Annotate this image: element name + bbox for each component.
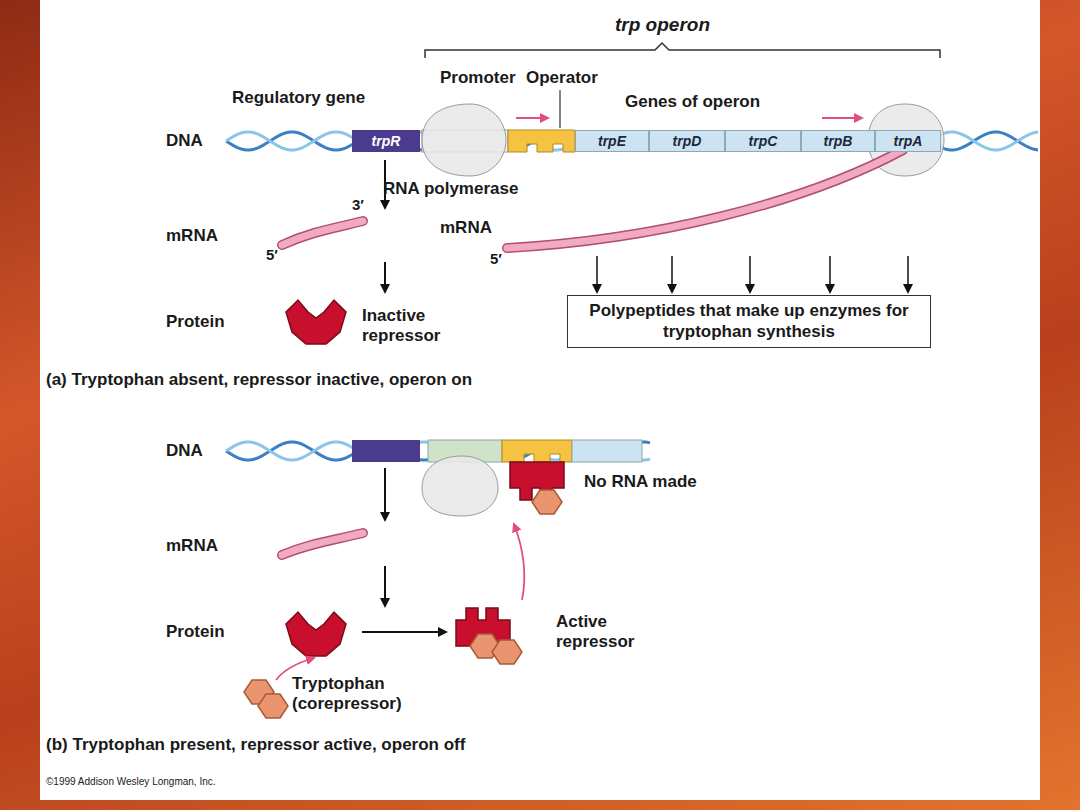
diagram-label: Inactive repressor xyxy=(362,306,462,347)
operator-region xyxy=(502,440,572,462)
mrna-strand xyxy=(507,150,903,248)
copyright-note: ©1999 Addison Wesley Longman, Inc. xyxy=(46,776,216,788)
diagram-label: Operator xyxy=(526,68,598,88)
tryptophan xyxy=(492,640,522,664)
tryptophan xyxy=(532,490,562,514)
leader-line xyxy=(559,90,560,128)
diagram-label: Tryptophan (corepressor) xyxy=(292,674,417,715)
direction-arrow xyxy=(516,117,548,119)
mrna-strand xyxy=(282,221,363,245)
diagram-label: Active repressor xyxy=(556,612,656,653)
diagram-label: mRNA xyxy=(166,226,218,246)
translation-arrows xyxy=(597,256,908,292)
panel-caption: (a) Tryptophan absent, repressor inactiv… xyxy=(46,370,472,390)
operator-region xyxy=(508,130,575,152)
node-text: trpD xyxy=(673,133,702,149)
operon-bracket xyxy=(425,43,940,58)
diagram-label: Protein xyxy=(166,622,225,642)
node-text: Polypeptides that make up enzymes for tr… xyxy=(576,301,922,342)
flow-arrow xyxy=(384,262,386,292)
gene-segment: trpA xyxy=(875,130,941,152)
diagram-label: trp operon xyxy=(615,14,710,37)
node-text: trpC xyxy=(749,133,778,149)
inactive-repressor xyxy=(286,612,346,656)
flow-arrow xyxy=(384,468,386,520)
diagram-label: No RNA made xyxy=(584,472,697,492)
node-text: trpB xyxy=(824,133,853,149)
inactive-repressor xyxy=(286,300,346,344)
gene-segment: trpE xyxy=(575,130,649,152)
node-text: trpR xyxy=(372,133,401,149)
regulatory-gene xyxy=(352,440,420,462)
diagram-label: Genes of operon xyxy=(625,92,760,112)
diagram-label: Regulatory gene xyxy=(232,88,365,108)
mrna-strand xyxy=(507,150,903,248)
regulatory-gene: trpR xyxy=(352,130,420,152)
rna-polymerase xyxy=(422,456,498,516)
product-box: Polypeptides that make up enzymes for tr… xyxy=(567,295,931,348)
flow-arrow xyxy=(384,566,386,606)
direction-arrow xyxy=(822,117,862,119)
mrna-strand xyxy=(282,533,363,555)
diagram-label: Promoter xyxy=(440,68,516,88)
gene-segment: trpB xyxy=(801,130,875,152)
diagram-label: DNA xyxy=(166,131,203,151)
binding-arrow xyxy=(514,524,524,600)
diagram-label: RNA polymerase xyxy=(383,179,518,199)
diagram-label: mRNA xyxy=(166,536,218,556)
node-text: trpA xyxy=(894,133,923,149)
panel-caption: (b) Tryptophan present, repressor active… xyxy=(46,735,465,755)
diagram-label: DNA xyxy=(166,441,203,461)
operon-genes xyxy=(572,440,642,462)
gene-segment: trpC xyxy=(725,130,801,152)
diagram-label: mRNA xyxy=(440,218,492,238)
rna-polymerase xyxy=(422,104,506,176)
gene-segment: trpD xyxy=(649,130,725,152)
mrna-strand xyxy=(282,533,363,555)
diagram-label: 5′ xyxy=(266,246,278,264)
flow-arrow xyxy=(362,631,446,633)
diagram-label: Protein xyxy=(166,312,225,332)
node-text: trpE xyxy=(598,133,626,149)
tryptophan xyxy=(258,694,288,718)
mrna-strand xyxy=(282,221,363,245)
diagram-label: 3′ xyxy=(352,196,364,214)
diagram-label: 5′ xyxy=(490,250,502,268)
